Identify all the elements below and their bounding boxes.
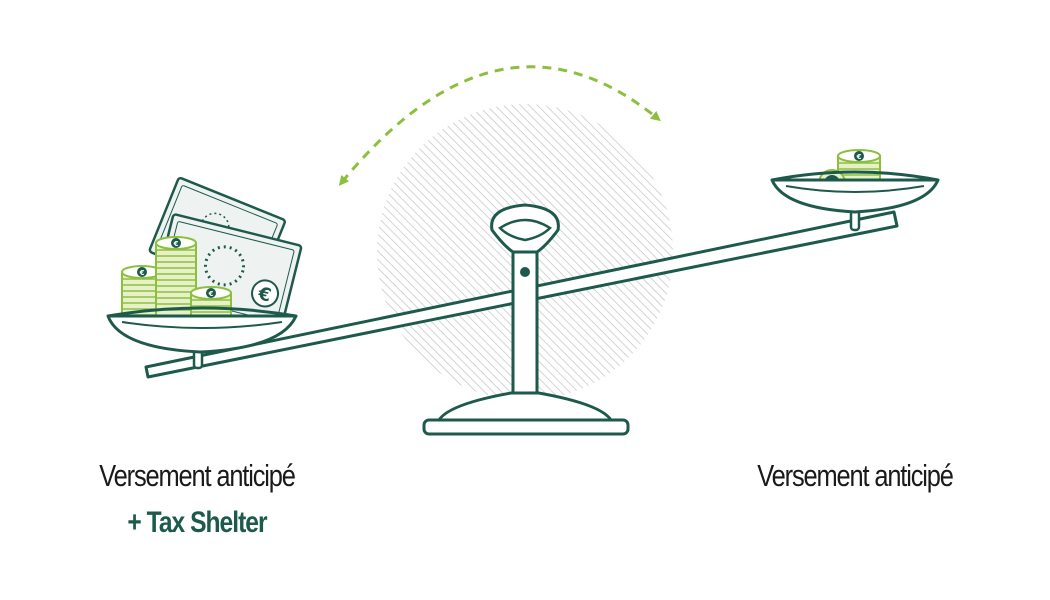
scale-pillar-head — [490, 203, 560, 254]
scale-pillar — [511, 240, 539, 395]
pivot-dot — [520, 267, 530, 277]
right-label: Versement anticipé — [757, 458, 954, 493]
svg-text:€: € — [255, 283, 273, 307]
svg-text:€: € — [208, 290, 214, 298]
svg-text:€: € — [856, 153, 862, 161]
scale-base-plate — [422, 418, 630, 436]
svg-text:€: € — [139, 269, 145, 277]
left-pan-contents: € € — [121, 176, 303, 330]
curved-double-arrow-icon — [338, 65, 661, 186]
left-pan — [106, 306, 298, 354]
right-pan — [770, 170, 940, 214]
left-label: Versement anticipé — [99, 458, 296, 493]
svg-text:€: € — [173, 240, 179, 248]
left-extra-label: + Tax Shelter — [127, 506, 267, 539]
